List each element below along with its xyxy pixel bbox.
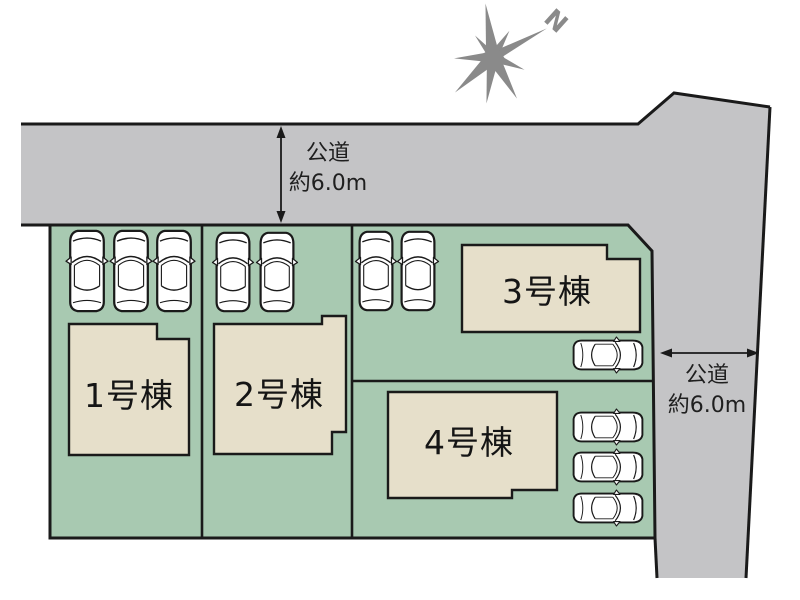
car-icon [572,488,644,528]
road-top-label: 公道 約6.0m [248,139,408,199]
car-icon [211,231,255,313]
car-icon [108,229,154,313]
road-top-border [21,91,771,126]
building-4-footprint [386,390,559,500]
car-icon [64,229,110,313]
building-3-footprint [460,243,642,334]
road-right-label-name: 公道 [684,363,729,388]
building-4-label: 4号棟 [424,423,514,462]
building-1-label: 1号棟 [84,376,174,415]
road-right-label-width: 約6.0m [667,393,747,418]
compass-rose-icon [454,3,547,104]
car-icon [572,447,644,487]
building-2-label: 2号棟 [234,375,324,414]
road-right-border [744,106,772,579]
building-1-footprint [67,322,191,457]
car-icon [396,230,440,312]
road-right-label: 公道 約6.0m [627,361,787,421]
building-2-footprint [212,314,348,456]
car-icon [151,229,197,313]
road-top-width-arrow [276,126,286,223]
road-left-lower-border [653,537,659,579]
car-icon [354,230,398,312]
road-right-width-arrow [660,348,759,358]
road-top-label-name: 公道 [305,141,350,166]
building-3-label: 3号棟 [502,272,592,311]
road-top-label-width: 約6.0m [288,171,368,196]
road-area [21,93,770,578]
car-icon [255,231,299,313]
